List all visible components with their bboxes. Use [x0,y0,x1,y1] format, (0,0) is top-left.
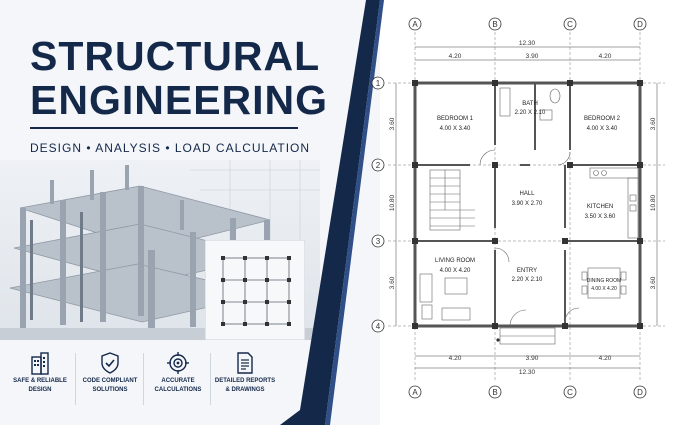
promo-panel: STRUCTURAL ENGINEERING DESIGN • ANALYSIS… [0,0,380,425]
room-bedroom-1-name: BEDROOM 1 [437,116,474,122]
mini-plan-card [205,240,305,340]
divider [75,353,76,405]
feature-reports: DETAILED REPORTS & DRAWINGS [210,345,280,395]
room-kitchen-size: 3.50 X 3.60 [585,214,616,220]
feature-label-2b: SOLUTIONS [92,387,128,393]
col-label-b: B [492,20,497,29]
floor-plan: A B C D A B C D 1 2 3 4 12.30 4.20 3.90 … [371,17,665,399]
room-dining-name: DINING ROOM [587,278,621,284]
shield-check-icon [101,352,119,374]
room-dining-size: 4.00 X 4.20 [591,286,617,292]
col-label-a-bottom: A [412,388,418,397]
title-line-2: ENGINEERING [30,77,329,123]
room-bath-name: BATH [522,101,538,107]
dim-bottom-span-2: 3.90 [526,355,539,362]
col-label-d-bottom: D [637,388,643,397]
feature-bar: SAFE & RELIABLE DESIGN CODE COMPLIANT SO… [0,345,300,415]
title-divider [30,127,298,129]
room-kitchen-name: KITCHEN [587,204,613,210]
room-hall-name: HALL [519,191,535,197]
room-living-name: LIVING ROOM [435,258,475,264]
subtitle: DESIGN • ANALYSIS • LOAD CALCULATION [30,141,311,155]
dim-bottom-span-1: 4.20 [449,355,462,362]
row-label-2: 2 [376,161,381,170]
feature-safe-design: SAFE & RELIABLE DESIGN [5,345,75,395]
dim-left-3: 3.60 [389,276,396,289]
row-label-1: 1 [376,79,381,88]
col-label-c-bottom: C [567,388,573,397]
dim-bottom-total: 12.30 [519,369,536,376]
room-bedroom-2-name: BEDROOM 2 [584,116,621,122]
feature-label-2: CODE COMPLIANT [82,378,138,384]
row-label-3: 3 [376,237,381,246]
dim-top-span-1: 4.20 [449,53,462,60]
col-label-d: D [637,20,643,29]
document-icon [237,352,253,374]
room-bath-size: 2.20 X 2.10 [515,110,546,116]
dim-right-2: 10.80 [650,194,657,211]
title-line-1: STRUCTURAL [30,33,321,79]
dim-bottom-span-3: 4.20 [599,355,612,362]
dim-left-2: 10.80 [389,194,396,211]
feature-label-1b: DESIGN [28,387,52,393]
feature-accurate: ACCURATE CALCULATIONS [143,345,213,395]
feature-label-4b: & DRAWINGS [225,387,265,393]
dim-left-1: 3.60 [389,117,396,130]
dim-right-1: 3.60 [650,117,657,130]
dim-top-span-2: 3.90 [526,53,539,60]
feature-label-3: ACCURATE [161,378,195,384]
room-entry-size: 2.20 X 2.10 [512,277,543,283]
col-label-c: C [567,20,573,29]
feature-code-compliant: CODE COMPLIANT SOLUTIONS [75,345,145,395]
room-bedroom-1-size: 4.00 X 3.40 [440,126,471,132]
room-hall-size: 3.90 X 2.70 [512,201,543,207]
col-label-b-bottom: B [492,388,497,397]
dim-right-3: 3.60 [650,276,657,289]
building-icon [31,352,49,375]
crosshair-icon [167,352,189,374]
divider [210,353,211,405]
row-label-4: 4 [376,322,381,331]
feature-label-3b: CALCULATIONS [154,387,202,393]
col-label-a: A [412,20,418,29]
dim-top-span-3: 4.20 [599,53,612,60]
room-entry-name: ENTRY [517,268,537,274]
feature-label-1: SAFE & RELIABLE [13,378,67,384]
feature-label-4: DETAILED REPORTS [214,378,276,384]
room-bedroom-2-size: 4.00 X 3.40 [587,126,618,132]
dim-top-total: 12.30 [519,40,536,47]
room-living-size: 4.00 X 4.20 [440,268,471,274]
divider [143,353,144,405]
